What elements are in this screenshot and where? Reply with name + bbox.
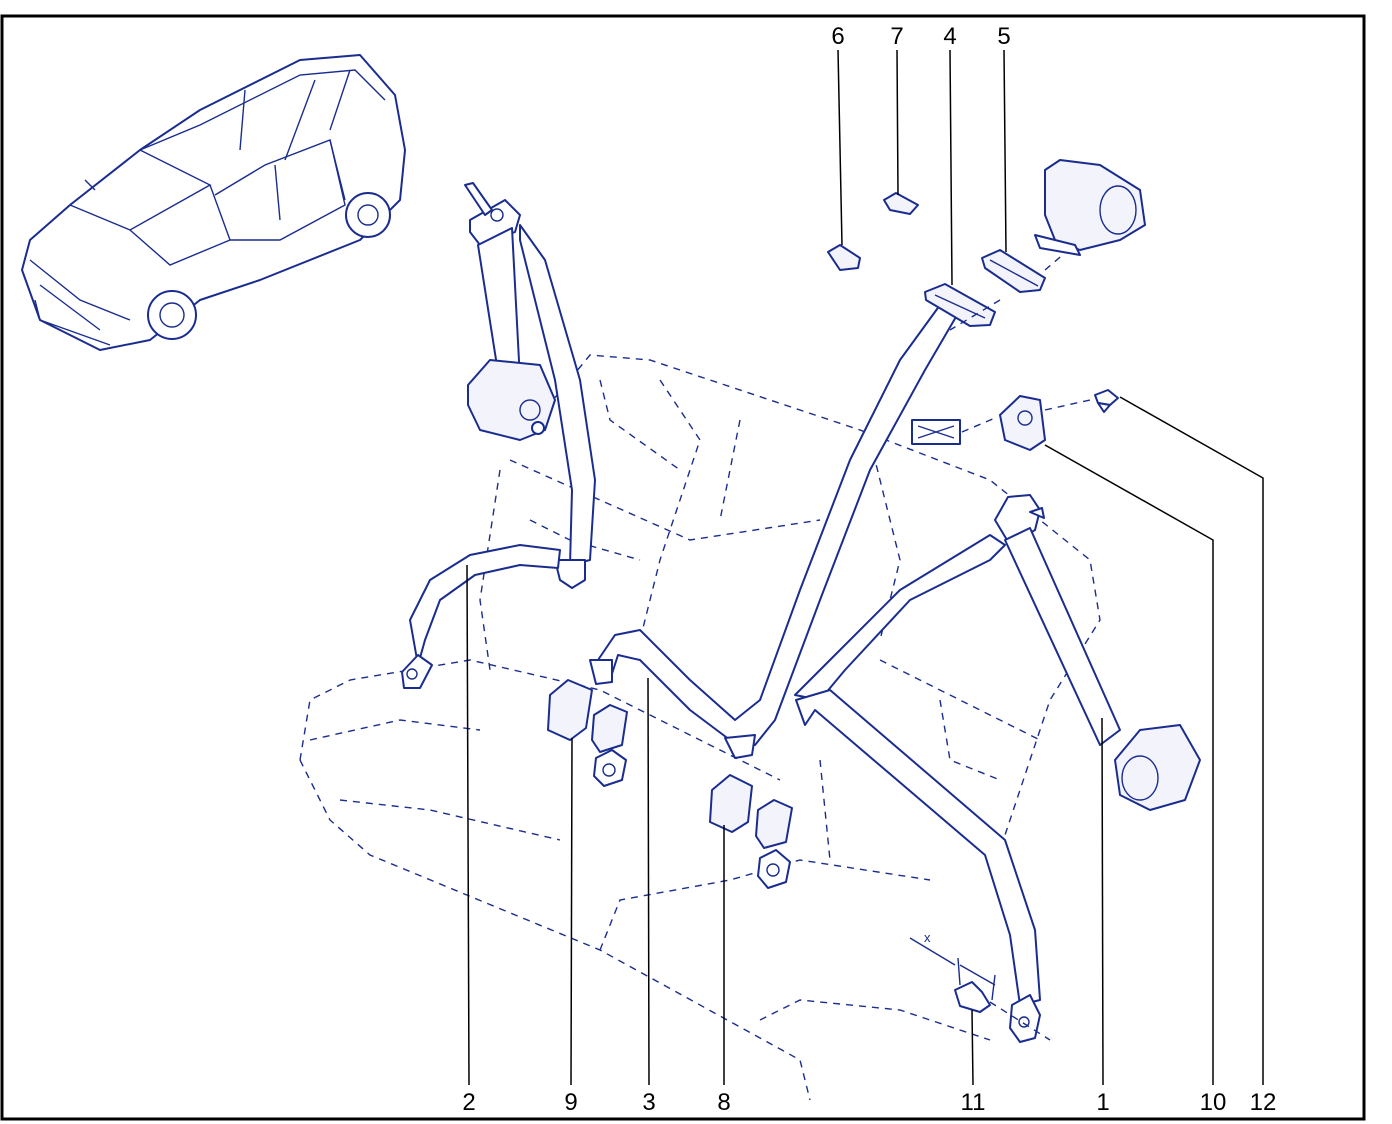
small-parts-top bbox=[827, 159, 1146, 331]
trim-cover-and-screw bbox=[911, 389, 1119, 451]
right-seat-belt-assembly bbox=[794, 494, 1201, 1043]
right-retractor bbox=[1114, 724, 1201, 811]
cover-10 bbox=[999, 395, 1046, 451]
callout-11: 11 bbox=[961, 1089, 986, 1116]
trim-clip-6 bbox=[827, 244, 861, 271]
centre-seat-belt-assembly bbox=[589, 283, 996, 759]
guide-bracket bbox=[554, 559, 586, 589]
buckle-assembly-9 bbox=[547, 679, 628, 787]
anchor-bolt-11 bbox=[954, 981, 991, 1013]
anchor-bolt bbox=[464, 182, 493, 216]
guide-4 bbox=[924, 283, 996, 327]
leader-lines bbox=[466, 49, 1264, 1086]
callout-7: 7 bbox=[890, 23, 903, 50]
callout-10: 10 bbox=[1200, 1089, 1227, 1116]
top-retractor bbox=[1044, 159, 1146, 251]
dimension-x-label: x bbox=[924, 930, 931, 945]
buckle-assembly-8 bbox=[709, 774, 793, 889]
vehicle-thumbnail bbox=[21, 54, 406, 351]
callout-1: 1 bbox=[1096, 1089, 1109, 1116]
left-seat-belt-assembly bbox=[401, 182, 596, 689]
centre-tongue bbox=[589, 659, 613, 685]
callout-12: 12 bbox=[1250, 1089, 1277, 1116]
centre-webbing bbox=[597, 304, 961, 746]
centre-guide bbox=[724, 734, 756, 759]
callout-5: 5 bbox=[997, 23, 1010, 50]
callout-4: 4 bbox=[943, 23, 956, 50]
callout-9: 9 bbox=[564, 1089, 577, 1116]
right-shoulder-webbing bbox=[794, 534, 1006, 701]
right-upper-webbing bbox=[1004, 527, 1121, 746]
callout-8: 8 bbox=[717, 1089, 730, 1116]
trim-clip-7 bbox=[883, 192, 919, 215]
right-lower-anchor bbox=[1009, 994, 1041, 1043]
callout-labels: 6 7 4 5 2 9 3 8 11 1 10 12 bbox=[462, 23, 1276, 1116]
callout-3: 3 bbox=[642, 1089, 655, 1116]
label-plate bbox=[911, 419, 961, 445]
screw-12 bbox=[1094, 389, 1119, 406]
callout-6: 6 bbox=[831, 23, 844, 50]
callout-2: 2 bbox=[462, 1089, 475, 1116]
lap-webbing bbox=[409, 544, 561, 666]
